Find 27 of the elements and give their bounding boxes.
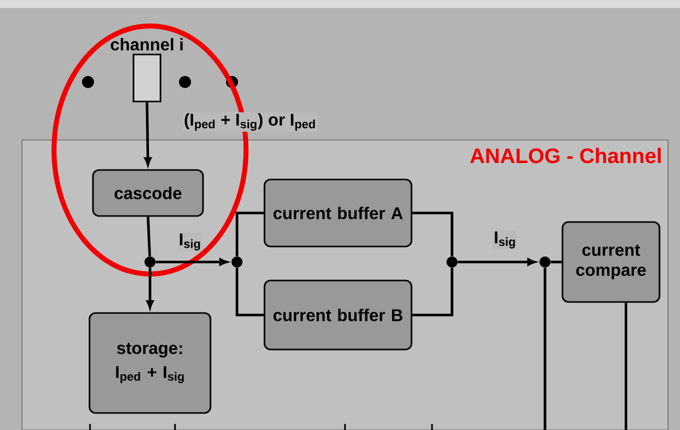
connector bbox=[412, 268, 454, 316]
connector bbox=[146, 216, 152, 256]
block-box: current buffer B bbox=[264, 280, 412, 350]
junction-dot bbox=[232, 256, 242, 268]
edge-label: I$_{sig}$ bbox=[494, 232, 515, 248]
connector bbox=[550, 260, 562, 264]
junction-dot bbox=[446, 256, 458, 268]
connector bbox=[236, 212, 264, 256]
edge-label: (I$_{ped}$ + I$_{sig}$) or I$_{ped}$ bbox=[184, 113, 315, 131]
block-box: current compare bbox=[562, 221, 660, 303]
block-box: cascode bbox=[92, 169, 204, 217]
block-box: current buffer A bbox=[264, 178, 412, 248]
connector bbox=[544, 268, 546, 430]
junction-dot bbox=[540, 256, 550, 268]
connector bbox=[624, 302, 628, 430]
channel-dot bbox=[82, 76, 94, 88]
connector bbox=[156, 258, 228, 266]
connector bbox=[458, 258, 536, 266]
block-box: storage: I$_{ped}$ + I$_{sig}$ bbox=[88, 312, 212, 414]
channel-dot bbox=[179, 76, 191, 88]
junction-dot bbox=[144, 256, 156, 268]
channel-dot bbox=[226, 76, 238, 88]
node-label: channel i bbox=[110, 38, 183, 50]
connector bbox=[236, 268, 264, 316]
channel-input-box: channel i bbox=[110, 38, 183, 102]
edge-label: I$_{sig}$ bbox=[180, 234, 200, 250]
connector bbox=[412, 212, 454, 256]
